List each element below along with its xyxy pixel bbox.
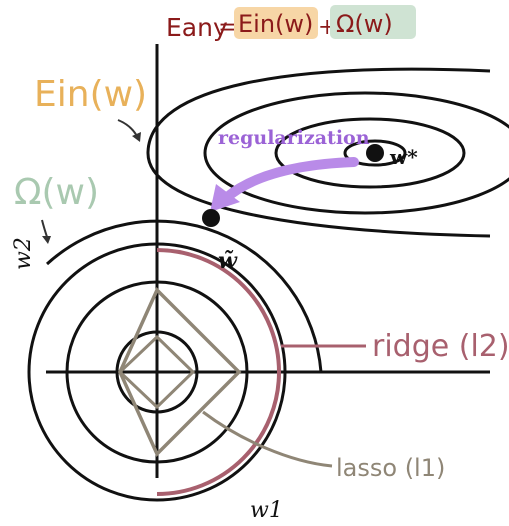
w-star-label: w* [389, 145, 418, 169]
title-equals: = [218, 13, 238, 41]
w-star-point [366, 144, 384, 162]
w-tilde-point [202, 209, 220, 227]
omega-contour-4 [45, 219, 323, 373]
ein-contour-2 [274, 117, 466, 189]
ein-contour-3 [203, 91, 509, 215]
title-omega: Ω(w) [336, 10, 393, 38]
omega-side-label: Ω(w) [14, 172, 99, 213]
title-ein-highlight [234, 7, 318, 39]
title-omega-highlight [330, 5, 416, 39]
omega-contours [27, 219, 323, 502]
ridge-ball [156, 248, 282, 496]
regularization-label: regularization [218, 127, 370, 149]
omega-contour-3 [27, 242, 287, 502]
w1-label: w1 [250, 498, 283, 523]
lasso-diamond [118, 286, 242, 458]
omega-side-pointer-head [42, 236, 51, 244]
regularization-arrow [221, 157, 359, 203]
w-tilde-label: w̃ [218, 248, 238, 274]
ridge-label: ridge (l2) [372, 329, 509, 364]
lasso-leader-line [202, 410, 333, 468]
omega-contour-1 [115, 330, 199, 414]
w2-label: w2 [11, 237, 36, 270]
title-lhs: Eany [166, 13, 228, 42]
lasso-diamond-inner [117, 334, 196, 410]
ein-contours [146, 67, 509, 238]
ein-contour-4 [146, 67, 491, 238]
lasso-label: lasso (l1) [336, 454, 445, 482]
ein-contour-1 [343, 139, 407, 167]
title-equation: Eany = Ein(w) + Ω(w) [166, 5, 416, 42]
omega-contour-2 [65, 280, 249, 464]
title-ein: Ein(w) [238, 10, 313, 38]
regularization-arrow-head [210, 184, 240, 212]
ein-side-pointer-head [132, 132, 141, 142]
ein-side-label: Ein(w) [34, 74, 147, 115]
